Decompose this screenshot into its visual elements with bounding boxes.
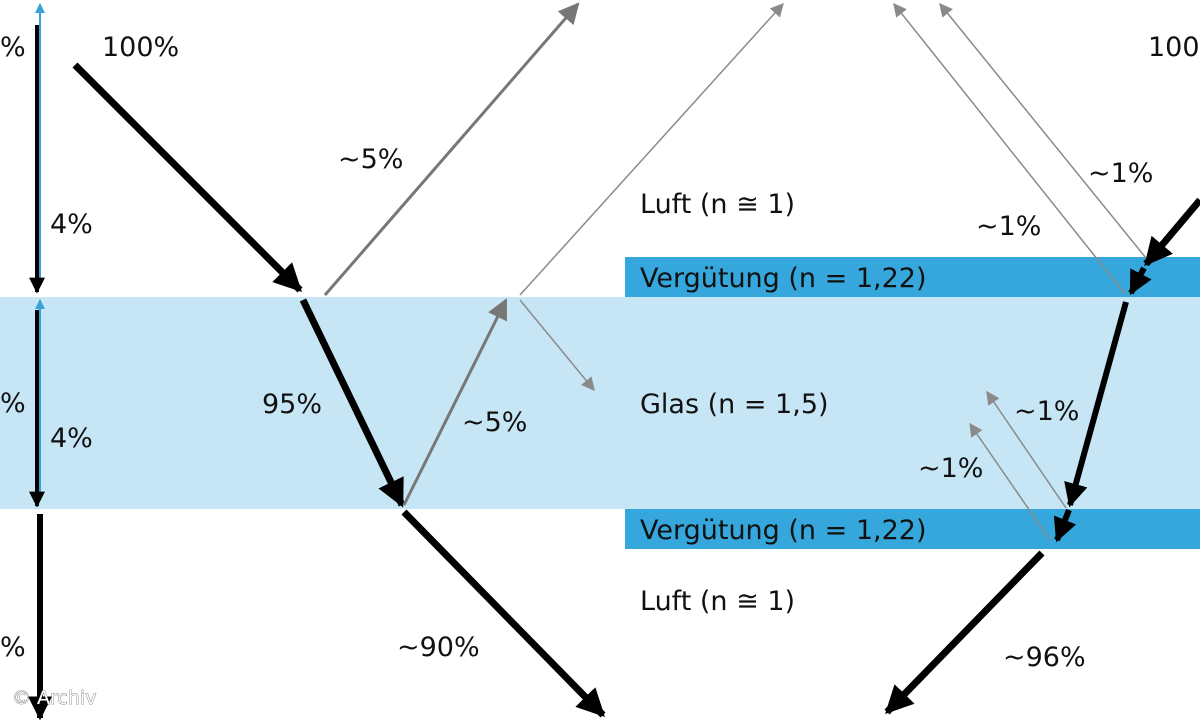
uncoated-glass-arrow: [299, 298, 406, 508]
uncoated-reflect-first-arrow: [323, 2, 580, 296]
label-left-cut-top: %: [0, 32, 26, 63]
label-coated-reflect-c: ~1%: [1014, 396, 1079, 427]
label-uncoated-reflect-second: ~5%: [462, 407, 527, 438]
coated-coating-top: [1128, 266, 1152, 296]
coated-reflect-b: [893, 2, 1126, 295]
label-coated-reflect-a: ~1%: [1088, 158, 1153, 189]
glass-layer: [0, 297, 1200, 509]
coated-reflect-a: [939, 2, 1147, 259]
uncoated-internal-reflect: [519, 299, 595, 392]
label-left-incident: 100%: [102, 32, 179, 63]
label-coated-out: ~96%: [1003, 642, 1086, 673]
label-uncoated-glass: 95%: [262, 389, 322, 420]
layer-label-coating-top: Vergütung (n = 1,22): [640, 263, 926, 294]
label-uncoated-out: ~90%: [397, 632, 480, 663]
coating-layer-top: [625, 257, 1200, 297]
layer-label-coating-bottom: Vergütung (n = 1,22): [640, 515, 926, 546]
layer-label-air-bottom: Luft (n ≅ 1): [640, 586, 795, 617]
label-coated-reflect-b: ~1%: [976, 211, 1041, 242]
label-left-cut-bottom: %: [0, 632, 26, 663]
coated-coating-bottom: [1053, 508, 1077, 543]
uncoated-reflect-second-arrow: [402, 298, 508, 506]
coated-glass-arrow: [1064, 301, 1129, 508]
coating-layer-bottom: [625, 509, 1200, 549]
coated-out-arrow: [884, 550, 1045, 715]
label-coated-reflect-d: ~1%: [918, 453, 983, 484]
uncoated-reflect-second-out: [519, 2, 784, 296]
label-uncoated-reflect-first: ~5%: [338, 144, 403, 175]
uncoated-out-arrow: [401, 509, 606, 718]
label-left-reflect-bottom: 4%: [50, 423, 93, 454]
coated-incident-arrow: [1143, 197, 1200, 267]
uncoated-incident-arrow: [72, 62, 303, 293]
coated-reflect-c: [986, 390, 1067, 509]
label-left-cut-mid: %: [0, 388, 26, 419]
coated-reflect-d: [969, 422, 1051, 541]
label-coated-incident: 100: [1148, 32, 1200, 63]
layer-label-air-top: Luft (n ≅ 1): [640, 189, 795, 220]
layer-label-glass: Glas (n = 1,5): [640, 389, 829, 420]
image-credit: © Archiv: [12, 687, 96, 709]
label-left-reflect-top: 4%: [50, 209, 93, 240]
